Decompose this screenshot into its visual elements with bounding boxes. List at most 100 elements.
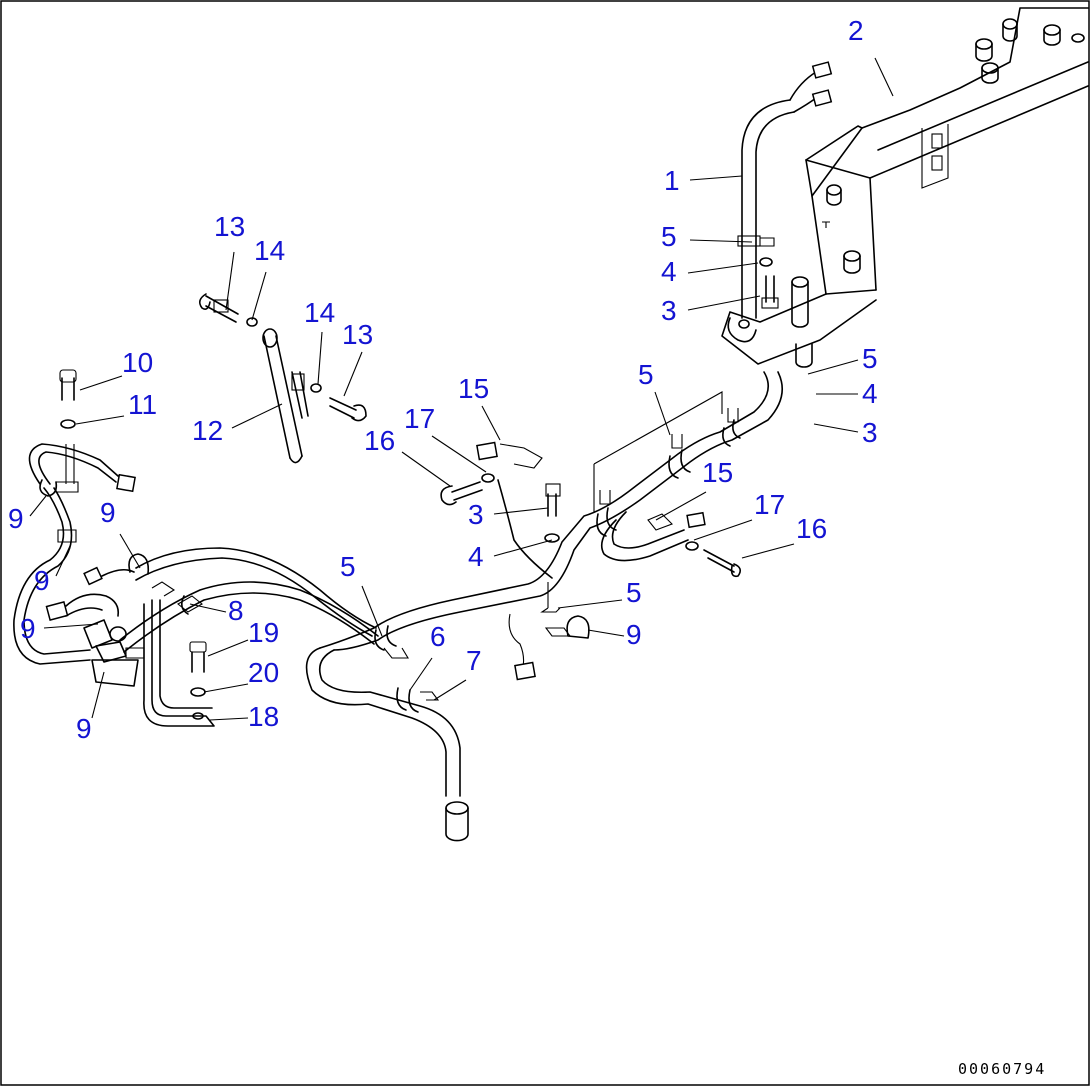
callout-leader-line (225, 251, 235, 311)
callout-leader-line (557, 599, 623, 609)
callout-label: 3 (661, 295, 677, 326)
callout-5: 5 (661, 221, 753, 252)
callout-18: 18 (209, 701, 279, 732)
callout-16: 16 (364, 425, 451, 487)
callout-9: 9 (8, 495, 47, 534)
callout-2: 2 (848, 15, 894, 97)
callout-label: 3 (468, 499, 484, 530)
callout-1: 1 (664, 165, 743, 196)
callout-layer: 1254354351517161517163459567131414131210… (8, 15, 894, 744)
callout-label: 15 (702, 457, 733, 488)
callout-label: 9 (20, 613, 36, 644)
callout-9: 9 (20, 613, 99, 644)
callout-19: 19 (207, 617, 279, 657)
callout-label: 13 (342, 319, 373, 350)
callout-label: 9 (626, 619, 642, 650)
callout-9: 9 (587, 619, 642, 650)
callout-3: 3 (468, 499, 549, 530)
callout-5: 5 (807, 343, 878, 375)
left-harness-assembly (13, 369, 379, 727)
callout-label: 13 (214, 211, 245, 242)
callout-label: 5 (340, 551, 356, 582)
callout-5: 5 (638, 359, 671, 436)
callout-leader-line (741, 543, 795, 559)
callout-3: 3 (813, 417, 878, 448)
ground-cable-part-12 (198, 293, 367, 464)
callout-4: 4 (816, 378, 878, 409)
callout-leader-line (75, 415, 125, 425)
callout-label: 4 (862, 378, 878, 409)
callout-leader-line (203, 683, 249, 693)
callout-leader-line (207, 639, 249, 657)
callout-4: 4 (468, 539, 553, 572)
callout-label: 16 (796, 513, 827, 544)
main-harness-trunk (305, 371, 784, 842)
callout-3: 3 (661, 295, 761, 326)
callout-leader-line (409, 657, 433, 691)
clip-bolt-assembly-15-17-16 (440, 441, 543, 506)
callout-20: 20 (203, 657, 279, 693)
callout-13: 13 (342, 319, 373, 397)
callout-leader-line (317, 331, 323, 385)
callout-label: 9 (8, 503, 24, 534)
callout-leader-line (29, 495, 47, 517)
callout-leader-line (91, 671, 105, 719)
callout-leader-line (481, 405, 501, 441)
callout-label: 10 (122, 347, 153, 378)
callout-5: 5 (557, 577, 642, 609)
callout-label: 12 (192, 415, 223, 446)
callout-label: 2 (848, 15, 864, 46)
callout-12: 12 (192, 403, 283, 446)
callout-leader-line (807, 359, 859, 375)
callout-label: 1 (664, 165, 680, 196)
callout-7: 7 (433, 645, 482, 701)
callout-13: 13 (214, 211, 245, 311)
callout-4: 4 (661, 256, 759, 287)
callout-leader-line (655, 491, 707, 521)
callout-label: 7 (466, 645, 482, 676)
callout-leader-line (689, 175, 743, 181)
callout-leader-line (433, 679, 467, 701)
callout-14: 14 (304, 297, 335, 385)
callout-6: 6 (409, 621, 446, 691)
callout-label: 9 (100, 497, 116, 528)
callout-leader-line (209, 717, 249, 721)
callout-leader-line (493, 507, 549, 515)
callout-label: 11 (128, 389, 157, 420)
callout-leader-line (689, 239, 753, 243)
callout-label: 3 (862, 417, 878, 448)
callout-leader-line (587, 629, 625, 637)
callout-leader-line (79, 375, 123, 391)
callout-leader-line (361, 585, 383, 637)
callout-9: 9 (34, 545, 71, 596)
callout-17: 17 (404, 403, 487, 473)
callout-11: 11 (75, 389, 157, 425)
callout-label: 19 (248, 617, 279, 648)
callout-label: 5 (626, 577, 642, 608)
callout-label: 5 (638, 359, 654, 390)
callout-5: 5 (340, 551, 383, 637)
callout-leader-line (401, 451, 451, 487)
callout-label: 14 (254, 235, 285, 266)
callout-10: 10 (79, 347, 153, 391)
frame-beam-part-2 (721, 7, 1089, 368)
callout-8: 8 (189, 595, 244, 626)
callout-label: 4 (661, 256, 677, 287)
callout-14: 14 (251, 235, 285, 321)
callout-label: 18 (248, 701, 279, 732)
callout-17: 17 (693, 489, 785, 541)
callout-label: 17 (404, 403, 435, 434)
callout-leader-line (55, 545, 71, 577)
callout-label: 4 (468, 541, 484, 572)
callout-leader-line (654, 391, 671, 436)
callout-label: 5 (862, 343, 878, 374)
harness-branch-part-1 (737, 61, 833, 319)
callout-leader-line (493, 539, 553, 557)
callout-leader-line (687, 262, 759, 274)
callout-leader-line (874, 57, 894, 97)
callout-label: 14 (304, 297, 335, 328)
callout-leader-line (343, 351, 363, 397)
